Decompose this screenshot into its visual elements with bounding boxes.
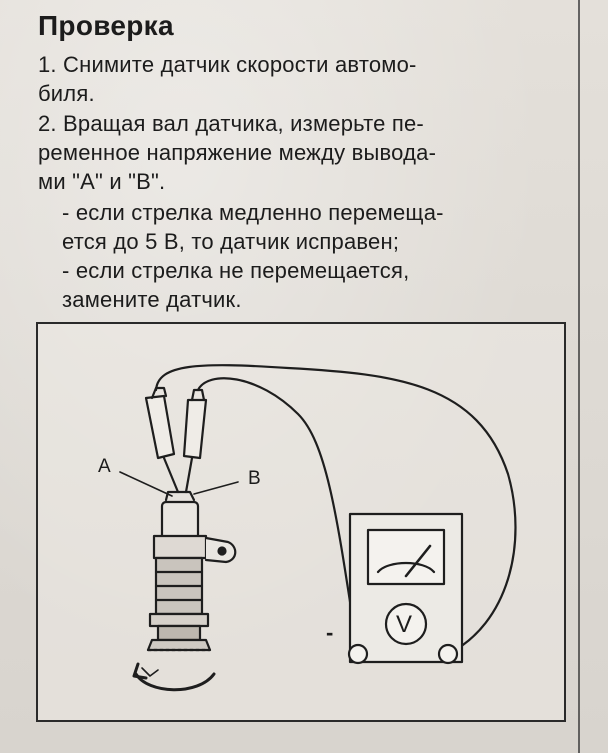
wire-to-positive-terminal <box>154 364 517 656</box>
bullet-2-line-1: - если стрелка не перемещается, <box>62 258 410 283</box>
probe-left <box>144 394 176 460</box>
speed-sensor <box>146 490 237 652</box>
section-heading: Проверка <box>38 10 174 41</box>
terminal-a-label: A <box>98 456 111 477</box>
wiring-diagram <box>119 364 517 692</box>
terminal-b-label: B <box>248 468 261 489</box>
sensor-test-figure: A B V - <box>36 322 566 722</box>
step-1-line-1: 1. Снимите датчик скорости автомо- <box>38 52 417 77</box>
rotation-arrow <box>134 672 216 692</box>
voltmeter-symbol: V <box>396 611 413 638</box>
step-1-line-2: биля. <box>38 81 95 106</box>
page-edge-line <box>578 0 580 753</box>
wire-to-negative-terminal <box>196 377 360 656</box>
negative-terminal-sign: - <box>326 620 334 645</box>
voltmeter <box>347 512 464 665</box>
bullet-1-line-2: ется до 5 В, то датчик исправен; <box>62 229 400 254</box>
step-2-line-2: ременное напряжение между вывода- <box>38 140 437 165</box>
step-2-line-1: 2. Вращая вал датчика, измерьте пе- <box>38 111 424 136</box>
bullet-1-line-1: - если стрелка медленно перемеща- <box>62 200 444 225</box>
probe-right <box>182 398 208 460</box>
step-2-line-3: ми "A" и "B". <box>38 169 166 194</box>
bullet-2-line-2: замените датчик. <box>62 287 242 312</box>
